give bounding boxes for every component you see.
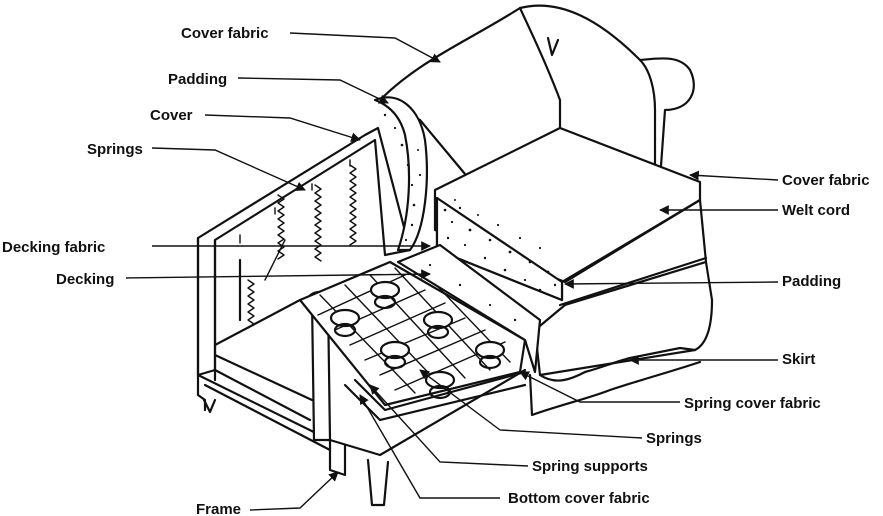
label-decking-fabric: Decking fabric <box>2 239 105 256</box>
padding-texture <box>383 113 557 322</box>
label-cover-fabric-right: Cover fabric <box>782 172 870 189</box>
arm-body-and-skirt <box>528 256 714 417</box>
spring-cover-fabric-strip <box>396 243 542 374</box>
label-cover-fabric-top: Cover fabric <box>181 25 269 42</box>
label-springs-bottom: Springs <box>646 430 702 447</box>
label-padding-right: Padding <box>782 273 841 290</box>
spring-deck <box>298 260 527 422</box>
label-welt-cord: Welt cord <box>782 202 850 219</box>
label-bottom-cover-fabric: Bottom cover fabric <box>508 490 650 507</box>
upholstered-back <box>378 4 695 192</box>
label-padding-left: Padding <box>168 71 227 88</box>
label-springs-left: Springs <box>87 141 143 158</box>
leader-lines <box>125 32 779 511</box>
label-decking: Decking <box>56 271 114 288</box>
label-spring-cover-fabric: Spring cover fabric <box>684 395 821 412</box>
label-cover: Cover <box>150 107 193 124</box>
label-spring-supports: Spring supports <box>532 458 648 475</box>
label-frame: Frame <box>196 501 241 516</box>
label-skirt: Skirt <box>782 351 815 368</box>
padding-block <box>435 196 564 302</box>
